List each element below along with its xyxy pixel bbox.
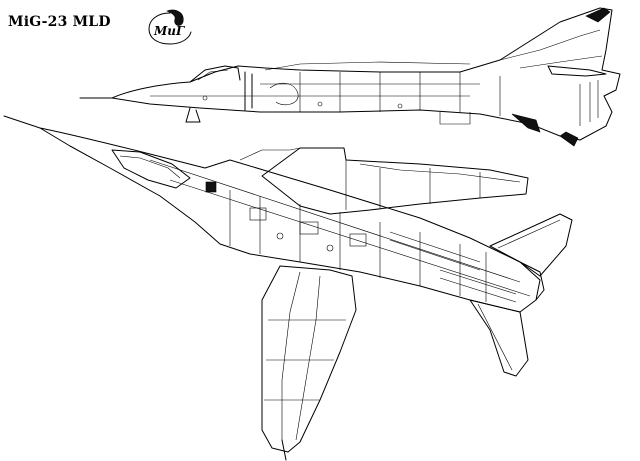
mig-bureau-logo-icon: МиГ: [148, 9, 192, 45]
logo-lettering: МиГ: [153, 24, 185, 38]
plan-view: [3, 115, 573, 461]
aircraft-title: MiG-23 MLD: [8, 14, 111, 30]
side-view: [79, 7, 621, 147]
